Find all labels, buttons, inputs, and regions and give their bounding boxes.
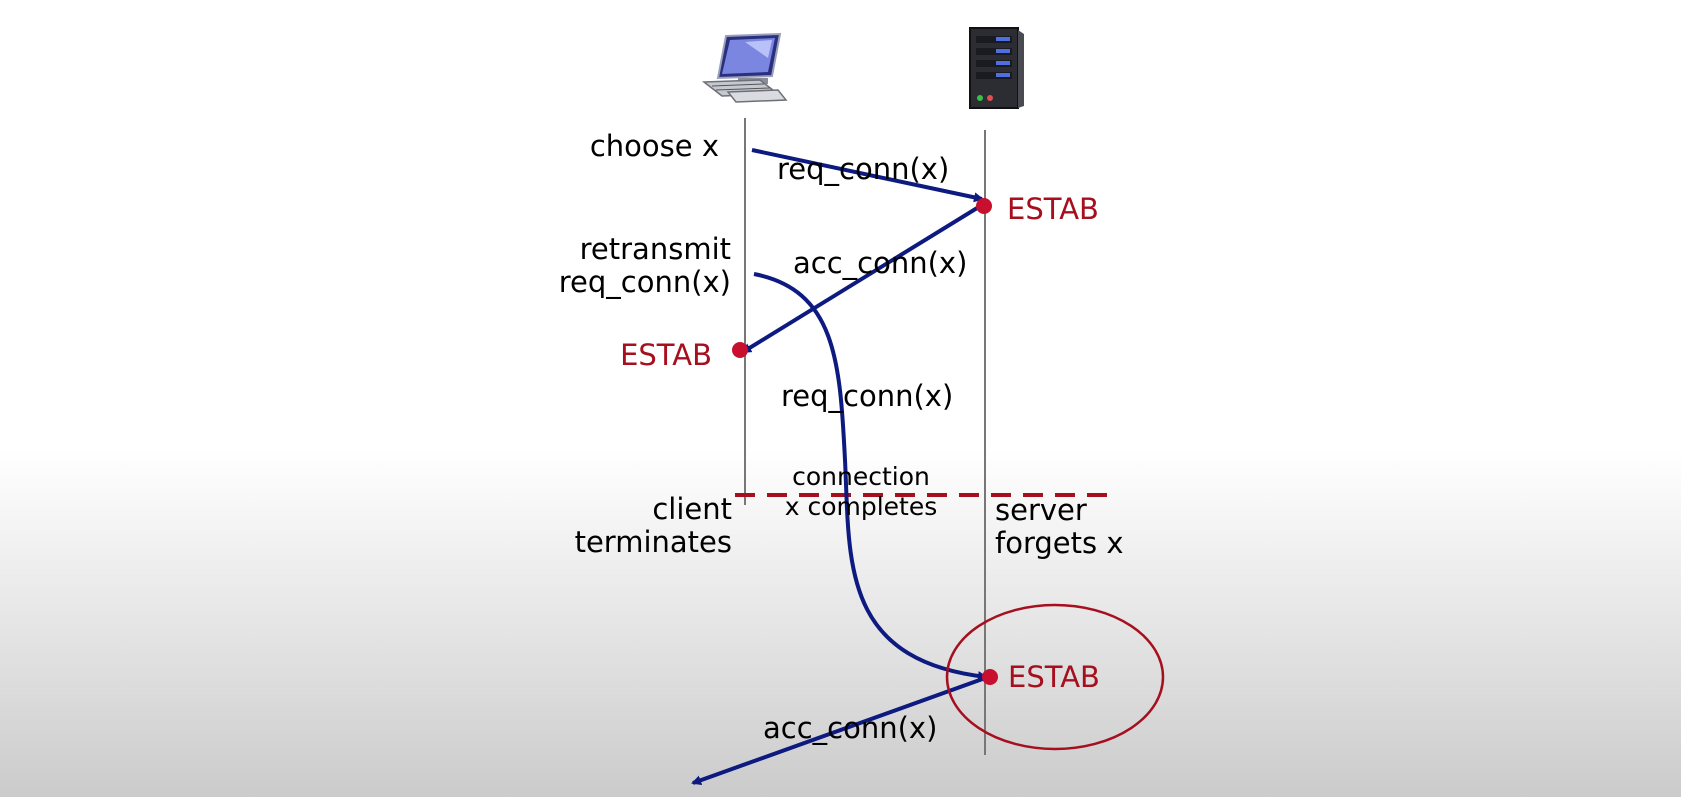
highlight-ellipse	[945, 603, 1165, 751]
server-forgets-label-2: forgets x	[995, 526, 1124, 560]
acc-conn-label-1: acc_conn(x)	[793, 246, 968, 280]
server-tower-icon	[969, 27, 1024, 109]
connection-completes-line-2: x completes	[784, 492, 938, 521]
server-estab-dot-1	[976, 198, 992, 214]
retransmit-label: retransmit	[579, 232, 731, 266]
choose-x-label: choose x	[589, 129, 719, 163]
server-estab-label-2: ESTAB	[1008, 660, 1100, 694]
server-estab-dot-2	[982, 669, 998, 685]
desktop-computer-icon	[701, 32, 788, 103]
acc-conn-label-2: acc_conn(x)	[763, 711, 938, 745]
req-conn-arrow-1	[751, 148, 984, 203]
server-forgets-label-1: server	[995, 493, 1087, 527]
acc-conn-arrow-1	[741, 203, 984, 354]
client-terminates-label-2: terminates	[574, 525, 732, 559]
client-terminates-label-1: client	[652, 492, 732, 526]
req-conn-label-2: req_conn(x)	[781, 379, 954, 413]
acc-conn-arrow-2	[691, 675, 989, 786]
retransmit-req-label: req_conn(x)	[558, 265, 731, 299]
server-estab-label-1: ESTAB	[1007, 192, 1099, 226]
connection-completes-line-1: connection	[792, 462, 930, 491]
req-conn-arrow-2	[753, 272, 988, 682]
req-conn-label-1: req_conn(x)	[777, 152, 950, 186]
client-estab-dot	[732, 342, 748, 358]
client-estab-label: ESTAB	[620, 338, 712, 372]
